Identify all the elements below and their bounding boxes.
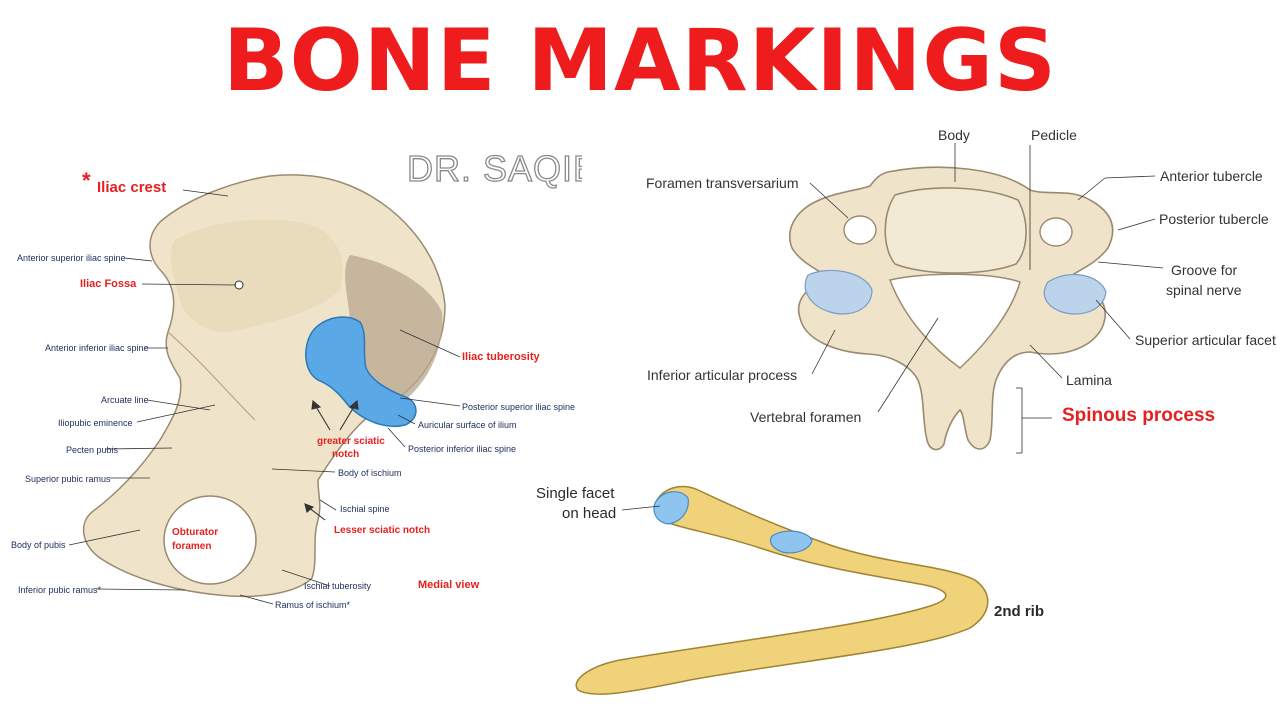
label-arcuate-line: Arcuate line (101, 395, 149, 405)
label-anterior-superior-iliac-spine: Anterior superior iliac spine (17, 253, 126, 263)
label-greater-sciatic-notch-line2: notch (332, 449, 360, 460)
label-ischial-tuberosity: Ischial tuberosity (304, 581, 372, 591)
label-pedicle: Pedicle (1031, 127, 1077, 143)
label-auricular-surface: Auricular surface of ilium (418, 420, 517, 430)
label-posterior-superior-iliac-spine: Posterior superior iliac spine (462, 402, 576, 412)
label-superior-pubic-ramus: Superior pubic ramus (25, 474, 111, 484)
label-iliac-fossa: Iliac Fossa (80, 278, 137, 290)
label-obturator-foramen-line2: foramen (172, 541, 212, 552)
label-groove-for-spinal-nerve-line1: Groove for (1171, 262, 1238, 278)
label-body: Body (938, 127, 970, 143)
label-lesser-sciatic-notch: Lesser sciatic notch (334, 525, 431, 536)
label-posterior-tubercle: Posterior tubercle (1159, 211, 1269, 227)
label-ischial-spine: Ischial spine (340, 504, 390, 514)
label-medial-view: Medial view (418, 579, 480, 591)
label-anterior-inferior-iliac-spine: Anterior inferior iliac spine (45, 343, 149, 353)
label-iliopubic-eminence: Iliopubic eminence (58, 418, 133, 428)
label-body-of-ischium: Body of ischium (338, 468, 402, 478)
label-superior-articular-facet: Superior articular facet (1135, 332, 1276, 348)
label-foramen-transversarium: Foramen transversarium (646, 175, 799, 191)
vertebra-illustration (789, 143, 1164, 454)
vertebral-foramen-hole (888, 273, 1021, 369)
label-groove-for-spinal-nerve-line2: spinal nerve (1166, 282, 1242, 298)
label-single-facet-line1: Single facet (536, 485, 615, 502)
vertebra-leader-lines (809, 143, 1164, 454)
label-obturator-foramen-line1: Obturator (172, 527, 219, 538)
iliac-tuberosity-shade (345, 255, 443, 408)
label-body-of-pubis: Body of pubis (11, 540, 66, 550)
right-articular-facet (1043, 273, 1107, 315)
right-transverse-foramen (1039, 217, 1073, 247)
label-single-facet-line2: on head (562, 505, 617, 522)
label-anterior-tubercle: Anterior tubercle (1160, 168, 1263, 184)
label-pecten-pubis: Pecten pubis (66, 445, 119, 455)
label-iliac-tuberosity: Iliac tuberosity (462, 351, 540, 363)
iliac-fossa-marker (234, 280, 244, 290)
hip-leader-lines (68, 189, 461, 605)
label-2nd-rib: 2nd rib (994, 603, 1045, 620)
rib-tubercle-facet (769, 530, 813, 554)
label-inferior-articular-process: Inferior articular process (647, 367, 798, 383)
hip-bone-illustration (68, 174, 461, 605)
rib-leader-line (621, 505, 661, 511)
label-spinous-process: Spinous process (1062, 405, 1216, 426)
label-lamina: Lamina (1066, 372, 1112, 388)
rib-illustration (575, 485, 989, 695)
label-iliac-crest: Iliac crest (97, 179, 167, 196)
label-greater-sciatic-notch-line1: greater sciatic (317, 436, 385, 447)
vertebral-body-shape (884, 187, 1027, 274)
label-inferior-pubic-ramus: Inferior pubic ramus* (18, 585, 102, 595)
notch-arrows (304, 399, 359, 521)
watermark: DR. SAQIB (407, 148, 582, 190)
rib-shape (575, 485, 989, 695)
page-title: BONE MARKINGS (223, 11, 1057, 111)
hip-rim-line (167, 331, 256, 421)
rib-head-facet (653, 491, 689, 525)
iliac-crest-star: * (82, 168, 91, 193)
label-ramus-of-ischium: Ramus of ischium* (275, 600, 351, 610)
iliac-fossa-shade (170, 219, 343, 332)
obturator-foramen-hole (163, 495, 257, 585)
left-transverse-foramen (843, 215, 877, 245)
label-posterior-inferior-iliac-spine: Posterior inferior iliac spine (408, 444, 517, 454)
left-articular-facet (804, 269, 873, 315)
label-vertebral-foramen: Vertebral foramen (750, 409, 862, 425)
auricular-surface-shape (305, 316, 417, 427)
